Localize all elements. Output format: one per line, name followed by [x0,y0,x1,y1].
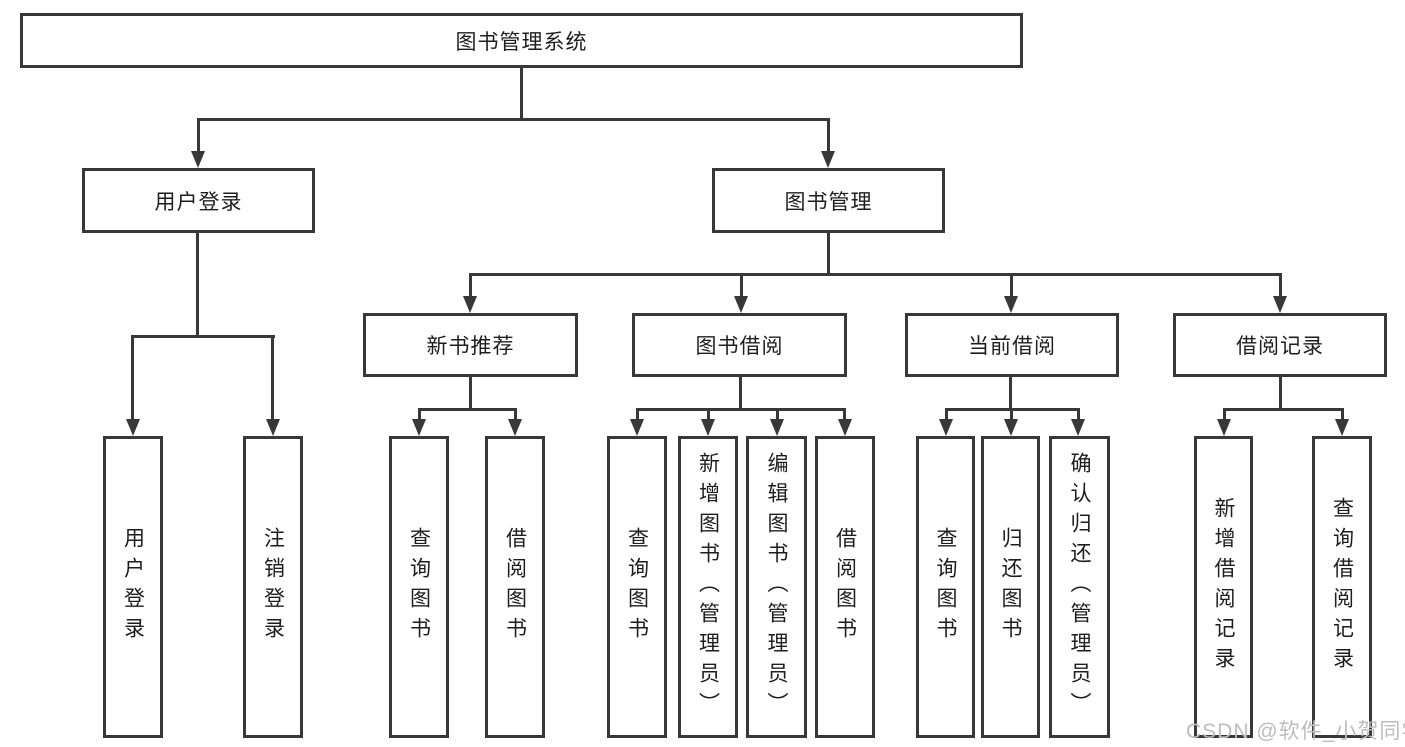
node-new-book-recommend: 新书推荐 [363,313,578,377]
connector-line [131,335,134,420]
leaf-confirm-return-admin: 确认归还（管理员） [1049,436,1110,738]
node-current-borrow: 当前借阅 [905,313,1119,377]
connector-line [776,408,779,420]
arrowhead-down-icon [770,419,784,436]
connector-line [740,273,743,296]
node-book-management: 图书管理 [712,168,945,233]
csdn-watermark: CSDN @软件_小贺同学 [1186,720,1405,743]
arrowhead-down-icon [1217,419,1231,436]
node-book-borrow: 图书借阅 [632,313,847,377]
leaf-query-books: 查询图书 [389,436,449,738]
connector-line [1077,408,1080,420]
arrowhead-down-icon [266,419,280,436]
leaf-add-borrow-record: 新增借阅记录 [1194,436,1253,738]
leaf-query-borrow-record: 查询借阅记录 [1312,436,1372,738]
connector-line [418,408,421,420]
connector-line [636,408,846,411]
arrowhead-down-icon [734,296,748,313]
leaf-add-book-admin: 新增图书（管理员） [678,436,738,738]
connector-line [520,68,523,118]
arrowhead-down-icon [1004,419,1018,436]
connector-line [739,377,742,408]
connector-line [197,118,830,121]
connector-line [636,408,639,420]
arrowhead-down-icon [463,296,477,313]
arrowhead-down-icon [412,419,426,436]
connector-line [271,335,274,420]
connector-line [469,377,472,408]
leaf-user-login: 用户登录 [103,436,163,738]
arrowhead-down-icon [1004,296,1018,313]
leaf-query-books: 查询图书 [916,436,975,738]
connector-line [514,408,517,420]
connector-line [827,118,830,152]
arrowhead-down-icon [1335,419,1349,436]
connector-line [1010,273,1013,296]
connector-line [1341,408,1344,420]
node-borrow-records: 借阅记录 [1173,313,1387,377]
leaf-return-books: 归还图书 [981,436,1040,738]
arrowhead-down-icon [939,419,953,436]
arrowhead-down-icon [701,419,715,436]
leaf-query-books: 查询图书 [607,436,667,738]
arrowhead-down-icon [1071,419,1085,436]
connector-line [1279,273,1282,296]
connector-line [418,408,517,411]
connector-line [707,408,710,420]
connector-line [827,233,830,273]
leaf-borrow-books: 借阅图书 [485,436,545,738]
node-user-login: 用户登录 [82,168,315,233]
leaf-logout: 注销登录 [243,436,303,738]
leaf-edit-book-admin: 编辑图书（管理员） [746,436,807,738]
leaf-borrow-books: 借阅图书 [815,436,875,738]
connector-line [843,408,846,420]
arrowhead-down-icon [508,419,522,436]
connector-line [196,233,199,335]
arrowhead-down-icon [1273,296,1287,313]
connector-line [131,335,275,338]
node-root: 图书管理系统 [20,13,1023,68]
connector-line [1223,408,1344,411]
connector-line [469,273,1282,276]
connector-line [1279,377,1282,408]
connector-line [1223,408,1226,420]
arrowhead-down-icon [191,151,205,168]
connector-line [1010,408,1013,420]
connector-line [945,408,948,420]
arrowhead-down-icon [838,419,852,436]
connector-line [197,118,200,152]
arrowhead-down-icon [126,419,140,436]
connector-line [1009,377,1012,408]
arrowhead-down-icon [630,419,644,436]
connector-line [469,273,472,296]
arrowhead-down-icon [821,151,835,168]
